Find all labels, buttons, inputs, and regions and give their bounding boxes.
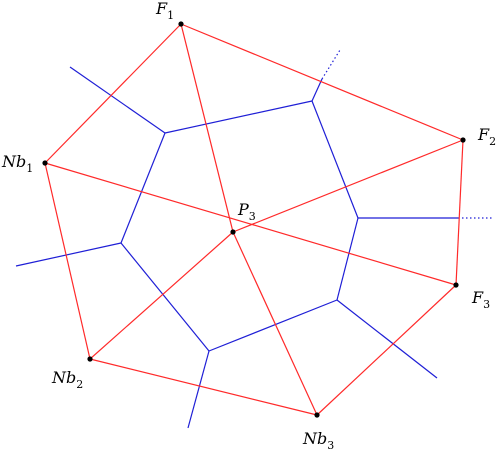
voronoi-edge xyxy=(311,100,359,219)
label-nb2: Nb2 xyxy=(51,368,83,391)
label-f1: F1 xyxy=(155,0,174,22)
voronoi-edge xyxy=(187,350,210,429)
label-base: Nb xyxy=(302,429,327,448)
label-base: F xyxy=(477,125,490,144)
label-nb3: Nb3 xyxy=(302,429,334,450)
label-subscript: 3 xyxy=(483,298,490,311)
voronoi-edge xyxy=(208,299,338,352)
voronoi-ray-dotted xyxy=(321,49,341,80)
label-subscript: 1 xyxy=(167,9,174,22)
voronoi-edge xyxy=(120,242,210,352)
delaunay-edge-f1-f2 xyxy=(180,23,464,141)
delaunay-edge-nb1-f1 xyxy=(44,23,182,164)
delaunay-edge-nb2-nb1 xyxy=(44,162,91,360)
voronoi-edge xyxy=(336,217,359,301)
delaunay-edge-f3-nb3 xyxy=(316,284,457,416)
label-subscript: 2 xyxy=(489,135,496,148)
label-subscript: 3 xyxy=(327,439,334,450)
label-f3: F3 xyxy=(471,288,490,311)
label-base: Nb xyxy=(1,152,26,171)
label-p3: P3 xyxy=(237,200,256,223)
delaunay-edge-p3-nb3 xyxy=(232,231,318,416)
delaunay-edge-f2-f3 xyxy=(455,139,464,286)
voronoi-edge xyxy=(15,242,122,267)
label-subscript: 3 xyxy=(249,210,256,223)
voronoi-edge xyxy=(120,132,166,244)
label-subscript: 1 xyxy=(26,162,33,175)
delaunay-edge-f1-p3 xyxy=(180,23,234,233)
label-base: Nb xyxy=(51,368,76,387)
delaunay-edge-f2-p3 xyxy=(232,139,464,233)
delaunay-edge-f3-nb1 xyxy=(44,162,457,286)
delaunay-edge-p3-nb2 xyxy=(89,231,234,360)
point-f2 xyxy=(460,137,466,143)
point-nb3 xyxy=(314,412,320,418)
site-points xyxy=(42,21,466,418)
voronoi-edge xyxy=(69,66,166,134)
delaunay-edge-nb3-nb2 xyxy=(89,358,318,416)
label-base: F xyxy=(471,288,484,307)
label-f2: F2 xyxy=(477,125,496,148)
voronoi-edges xyxy=(15,49,493,429)
point-f3 xyxy=(453,282,459,288)
voronoi-edge xyxy=(164,100,313,134)
point-f1 xyxy=(178,21,184,27)
delaunay-edges xyxy=(44,23,464,416)
point-nb2 xyxy=(87,356,93,362)
point-nb1 xyxy=(42,160,48,166)
label-base: P xyxy=(237,200,249,219)
voronoi-edge xyxy=(336,299,438,379)
label-base: F xyxy=(155,0,168,18)
voronoi-edge xyxy=(311,78,323,102)
label-nb1: Nb1 xyxy=(1,152,33,175)
point-p3 xyxy=(230,229,236,235)
label-subscript: 2 xyxy=(76,378,83,391)
